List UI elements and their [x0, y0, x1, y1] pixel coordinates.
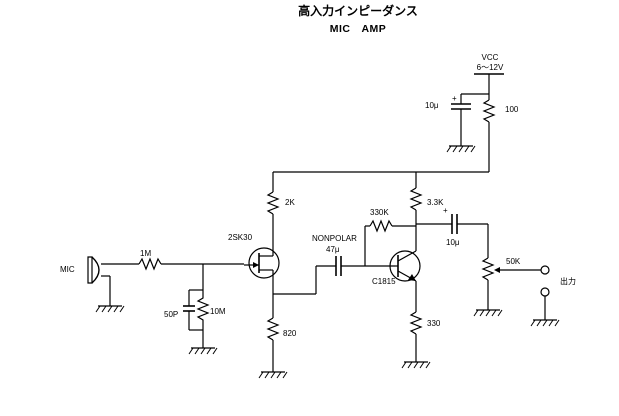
vcc-range-label: 6～12V [477, 63, 504, 72]
feedback-resistor-label: 330K [370, 208, 389, 217]
fet [248, 247, 280, 279]
supply-resistor-label: 100 [505, 105, 519, 114]
output-terminal-signal [540, 265, 550, 275]
transistor-label: C1815 [372, 277, 396, 286]
output-label: 出力 [560, 276, 576, 286]
pot-label: 50K [506, 257, 521, 266]
emitter-resistor-label: 330 [427, 319, 441, 328]
collector-resistor-label: 3.3K [427, 198, 444, 207]
title-line2: MIC AMP [330, 23, 387, 35]
cap-plus-mark: + [452, 94, 457, 103]
emitter-arrow [408, 274, 416, 281]
source-resistor [266, 317, 280, 341]
transistor [389, 250, 421, 282]
fet-gate-arrow [253, 262, 259, 268]
source-resistor-label: 820 [283, 329, 297, 338]
gate-capacitor-label: 50P [164, 310, 178, 319]
gate-resistor-label: 10M [210, 307, 226, 316]
collector-resistor [409, 187, 423, 211]
input-resistor-label: 1M [140, 249, 151, 258]
supply-resistor [482, 99, 496, 123]
coupling-cap-type-label: NONPOLAR [312, 234, 357, 243]
vcc-label: VCC [482, 53, 499, 62]
drain-resistor-label: 2K [285, 198, 295, 207]
ground-symbol [446, 145, 476, 153]
supply-cap-label: 10μ [425, 101, 439, 110]
output-terminal-ground [540, 287, 550, 297]
output-cap-label: 10μ [446, 238, 460, 247]
fet-label: 2SK30 [228, 233, 253, 242]
pot-wiper-arrow [494, 267, 500, 273]
volume-potentiometer [481, 257, 495, 281]
feedback-resistor [369, 219, 393, 233]
coupling-cap-label: 47μ [326, 245, 340, 254]
mic-label: MIC [60, 265, 75, 274]
gate-resistor [196, 290, 210, 330]
drain-resistor [266, 191, 280, 215]
microphone [87, 256, 93, 284]
input-resistor [138, 257, 162, 271]
title-line1: 高入力インピーダンス [298, 3, 418, 18]
emitter-resistor [409, 311, 423, 335]
output-cap-plus-mark: + [443, 206, 448, 215]
